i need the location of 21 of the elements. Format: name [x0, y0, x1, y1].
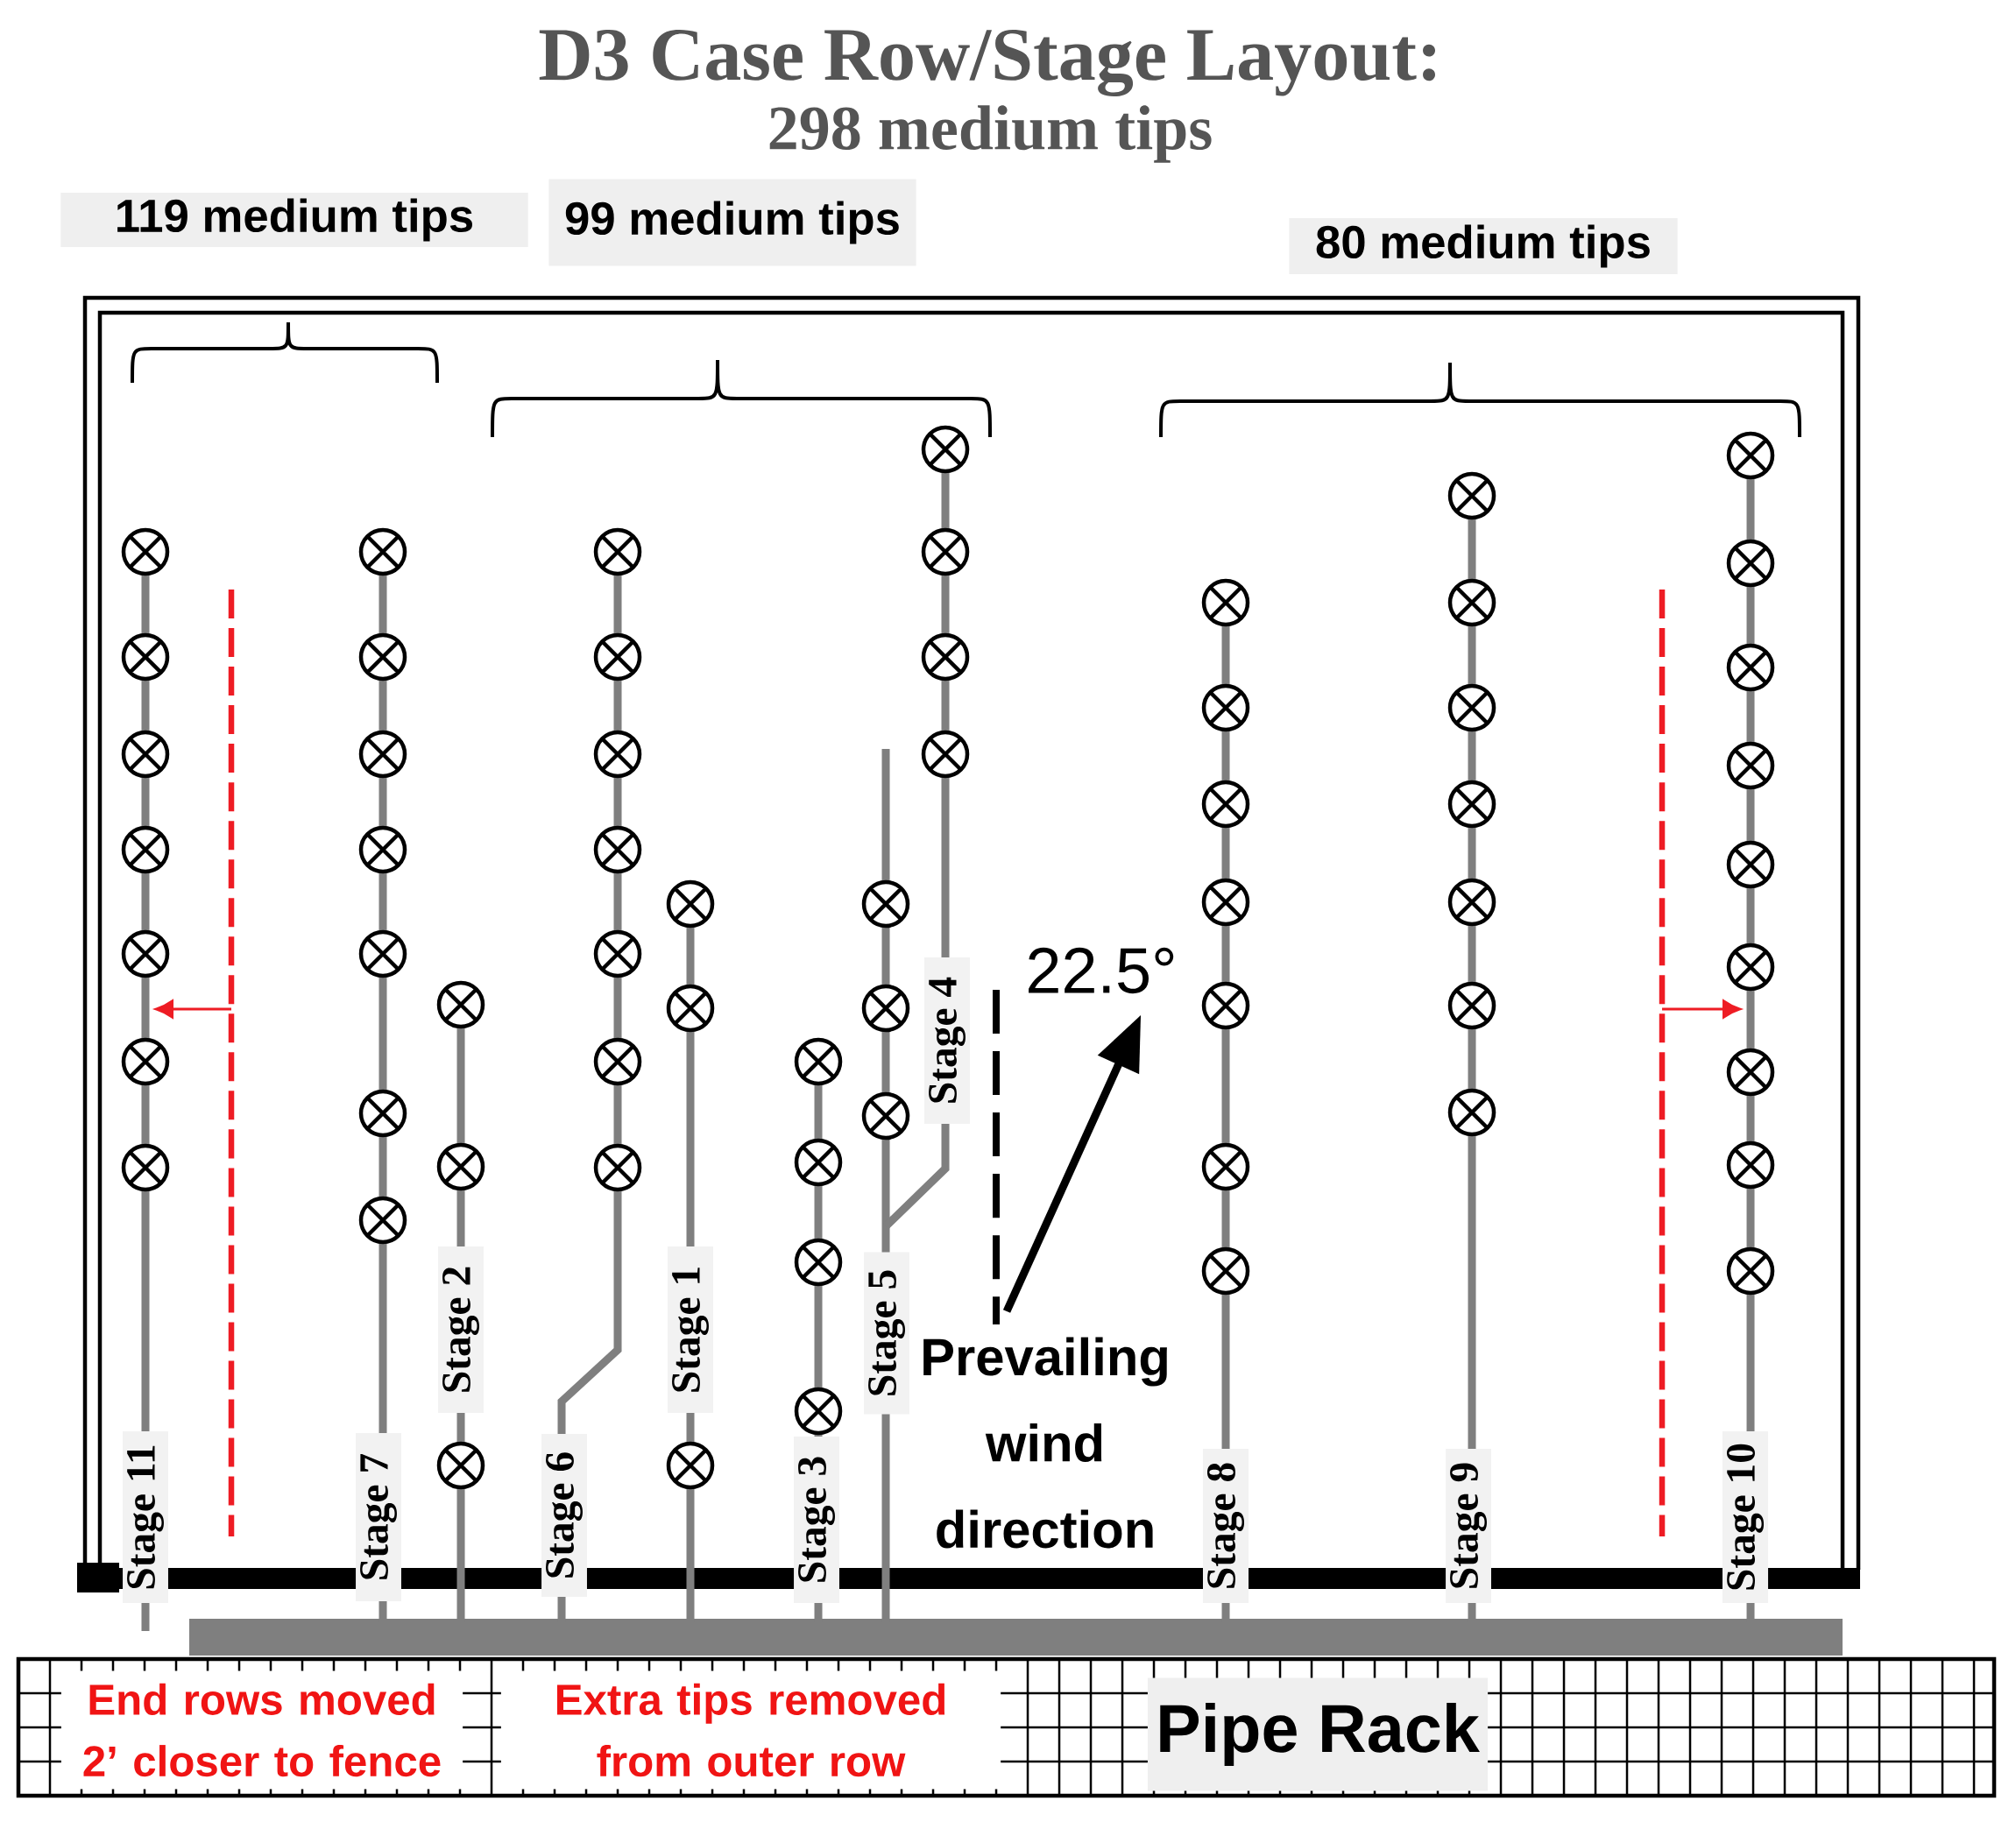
tip-count-label: 99 medium tips: [548, 179, 916, 266]
tip-count-label: 119 medium tips: [60, 192, 528, 247]
note-label: Extra tips removed from outer row: [500, 1670, 1001, 1790]
subtitle: 298 medium tips: [769, 105, 1212, 163]
tip-count-label: 80 medium tips: [1289, 218, 1678, 274]
stage-label: Stage 4: [924, 957, 970, 1125]
stage-label: Stage 1: [668, 1246, 713, 1414]
stage-label: Stage 2: [438, 1246, 484, 1414]
stage-label: Stage 11: [123, 1430, 168, 1604]
title: D3 Case Row/Stage Layout:: [539, 29, 1435, 97]
pipe-rack-label: Pipe Rack: [1147, 1677, 1489, 1791]
stage-label: Stage 9: [1446, 1448, 1491, 1604]
wind-label: Prevailing wind direction: [923, 1337, 1167, 1549]
stage-label: Stage 7: [356, 1432, 401, 1602]
stage-label: Stage 6: [541, 1433, 587, 1598]
stage-label: Stage 10: [1722, 1430, 1769, 1604]
stage-label: Stage 8: [1203, 1448, 1249, 1604]
stage-label: Stage 5: [864, 1252, 909, 1415]
stage-label: Stage 3: [794, 1436, 839, 1604]
note-label: End rows moved 2’ closer to fence: [60, 1670, 463, 1790]
angle-label: 22.5°: [1029, 947, 1174, 994]
